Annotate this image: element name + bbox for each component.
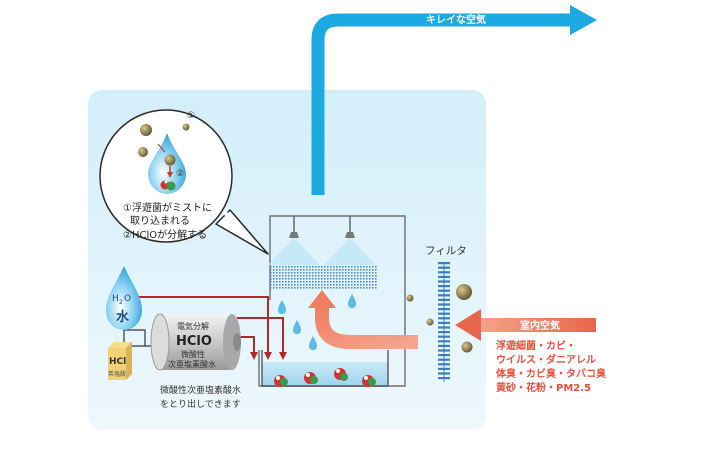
callout-illustration: ① ②	[138, 111, 195, 194]
output-note: 微酸性次亜塩素酸水 をとり出しできます	[160, 384, 241, 410]
filter	[438, 262, 450, 382]
water-formula-sub: 2	[119, 299, 123, 306]
callout-line: ①浮遊菌がミストに	[123, 201, 212, 214]
hcl-box: HCl 希塩酸	[108, 342, 132, 380]
room-air-inlet-arrow	[455, 309, 596, 341]
electrolyzer-title: 電気分解	[177, 321, 209, 331]
tray-particles	[274, 368, 376, 387]
output-note-line: をとり出しできます	[160, 398, 241, 410]
electrolyzer-desc-1: 微酸性	[181, 349, 205, 359]
hcl-label: HCl	[109, 357, 126, 367]
outlet-arrowhead	[570, 5, 597, 35]
spray-nozzles	[268, 216, 376, 265]
pipe-arrowheads	[250, 352, 287, 360]
housing-outline	[258, 215, 406, 387]
clean-air-outlet-arrow	[311, 13, 572, 195]
water-drop-icon	[106, 266, 142, 330]
electrolyzer: 電気分解 HClO 微酸性 次亜塩素酸水	[150, 313, 241, 371]
pollutant-line: 浮遊細菌・カビ・	[496, 339, 576, 352]
pollutant-line: 黄砂・花粉・PM2.5	[496, 381, 591, 394]
pollutant-list: 浮遊細菌・カビ・ ウイルス・ダニアレル 体臭・カビ臭・タバコ臭 黄砂・花粉・PM…	[496, 339, 606, 394]
hcl-sublabel: 希塩酸	[108, 370, 126, 378]
water-formula-h: H	[112, 294, 119, 304]
pollutant-line: ウイルス・ダニアレル	[496, 353, 596, 366]
pollutant-line: 体臭・カビ臭・タバコ臭	[496, 367, 606, 380]
outlet-label: キレイな空気	[426, 13, 486, 26]
callout-line: 取り込まれる	[130, 215, 190, 227]
falling-droplets	[278, 294, 356, 350]
electrolyzer-desc-2: 次亜塩素酸水	[168, 359, 216, 369]
airflow-curve-arrow	[315, 306, 418, 349]
water-source: H 2 O 水	[106, 266, 142, 330]
electrolyzer-formula: HClO	[176, 334, 212, 349]
water-kanji: 水	[116, 309, 130, 325]
callout-line: ②HClOが分解する	[123, 228, 207, 241]
output-note-line: 微酸性次亜塩素酸水	[160, 384, 241, 396]
dust-particles	[406, 284, 473, 353]
airflow-curve-arrowhead	[308, 290, 336, 308]
inlet-label: 室内空気	[520, 319, 560, 332]
mist-mesh	[270, 266, 377, 289]
callout-text: ①浮遊菌がミストに 取り込まれる ②HClOが分解する	[123, 201, 212, 241]
callout-marker-2: ②	[176, 169, 184, 179]
callout-marker-1: ①	[187, 111, 195, 121]
water-formula-o: O	[124, 294, 131, 304]
tray-rim	[261, 350, 389, 387]
filter-label: フィルタ	[425, 245, 467, 257]
supply-pipes	[124, 296, 284, 352]
